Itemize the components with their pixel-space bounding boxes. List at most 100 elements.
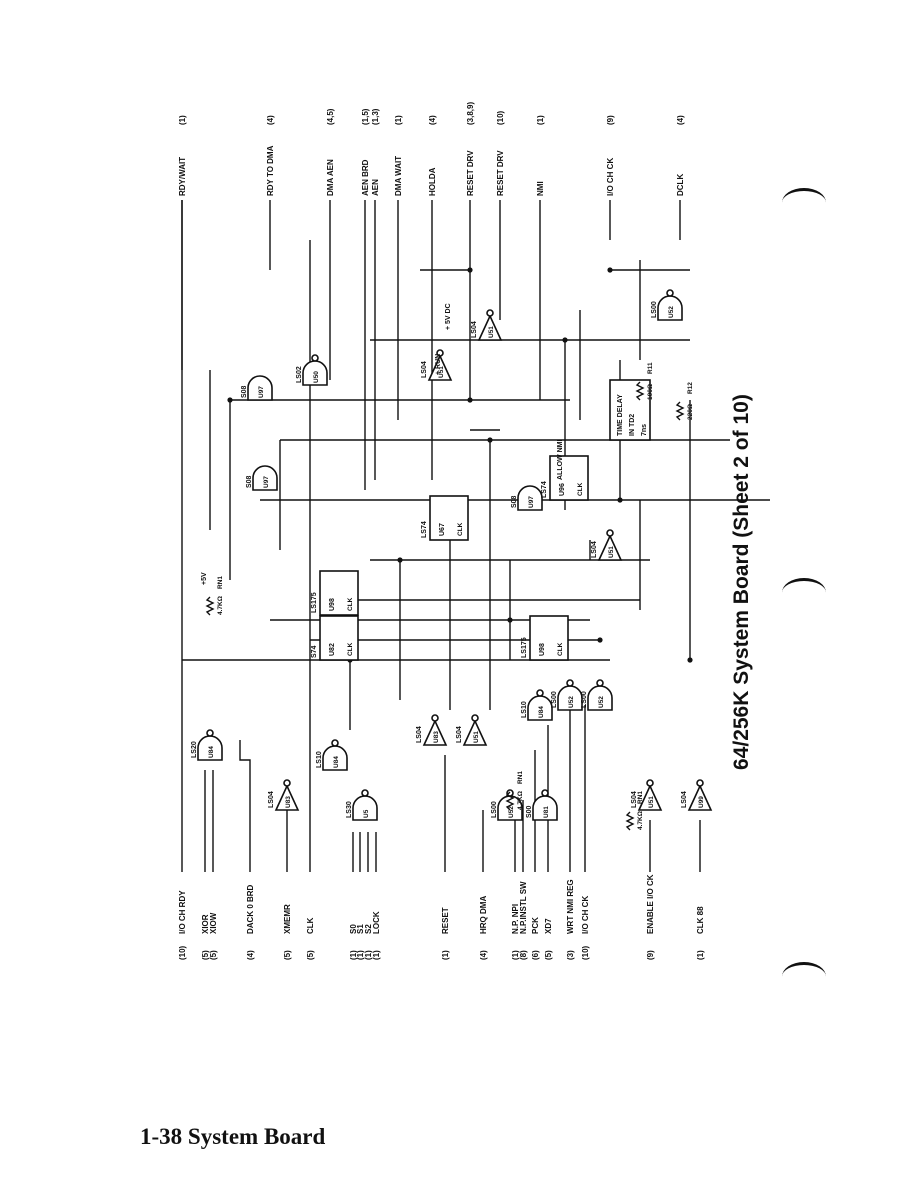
input-label: I/O CH CK	[581, 896, 590, 934]
output-label: I/O CH CK	[606, 158, 615, 196]
input-ref: (5)	[306, 950, 315, 960]
resistor-ref: R11	[647, 362, 654, 374]
input-ref: (5)	[201, 950, 210, 960]
input-ref: (1)	[372, 950, 381, 960]
output-ref: (4,5)	[326, 108, 335, 125]
flipflop-pin: CLK	[577, 482, 584, 496]
input-ref: (5)	[544, 950, 553, 960]
page-number: 1-38	[140, 1124, 183, 1149]
input-ref: (4)	[479, 950, 488, 960]
input-ref: (1)	[441, 950, 450, 960]
input-label: RESET	[441, 907, 450, 934]
output-label: NMI	[536, 181, 545, 196]
gate-family: LS04	[681, 791, 688, 808]
flipflop-pin: CLK	[347, 642, 354, 656]
gate-family: LS20	[191, 741, 198, 758]
gate-family: LS00	[551, 691, 558, 708]
rotated-schematic: (10)I/O CH RDY(5)XIOR(5)XIOW(4)DACK 0 BR…	[178, 102, 770, 960]
input-label: XIOW	[209, 912, 218, 934]
input-ref: (5)	[283, 950, 292, 960]
output-ref: (1)	[394, 115, 403, 125]
input-ref: (10)	[178, 945, 187, 960]
input-label: WRT NMI REG	[566, 879, 575, 934]
input-ref: (1)	[349, 950, 358, 960]
gate-family: LS02	[296, 366, 303, 383]
flipflop-family: LS175	[521, 637, 528, 658]
binder-hole-middle	[782, 578, 826, 607]
flipflop-ref: U67	[439, 523, 446, 536]
logic-gate: LS10 U84	[316, 739, 348, 771]
gate-ref: U84	[538, 706, 545, 718]
input-label: N.P. NPI	[511, 904, 520, 934]
gate-family: LS04	[416, 726, 423, 743]
gate-family: S08	[511, 495, 518, 508]
resistor-ref: R12	[687, 382, 694, 394]
input-ref: (1)	[696, 950, 705, 960]
output-ref: (4)	[676, 115, 685, 125]
gate-family: LS10	[316, 751, 323, 768]
gate-ref: U84	[333, 756, 340, 768]
input-label: LOCK	[372, 911, 381, 934]
input-label: CLK 88	[696, 906, 705, 934]
flipflop-pin: CLK	[457, 522, 464, 536]
gate-family: LS00	[651, 301, 658, 318]
input-label: I/O CH RDY	[178, 890, 187, 934]
input-label: S1	[356, 924, 365, 934]
input-ref: (8)	[519, 950, 528, 960]
input-ref: (5)	[209, 950, 218, 960]
gate-family: LS10	[521, 701, 528, 718]
gate-family: LS04	[456, 726, 463, 743]
junction-dots	[227, 267, 693, 663]
gate-ref: U51	[473, 731, 480, 743]
output-ref: (1)	[536, 115, 545, 125]
wires	[181, 200, 770, 872]
input-label: S2	[364, 924, 373, 934]
logic-gate: LS10 U84	[521, 689, 553, 721]
gate-ref: U97	[258, 386, 265, 398]
input-ref: (9)	[646, 950, 655, 960]
gate-ref: U51	[608, 546, 615, 558]
input-signal-labels: (10)I/O CH RDY(5)XIOR(5)XIOW(4)DACK 0 BR…	[178, 874, 705, 960]
input-ref: (1)	[364, 950, 373, 960]
input-label: HRQ DMA	[479, 896, 488, 934]
gate-ref: U5	[363, 809, 370, 818]
input-ref: (1)	[356, 950, 365, 960]
page-footer: 1-38 System Board	[140, 1124, 325, 1150]
gate-family: LS04	[268, 791, 275, 808]
flipflop-ref: U98	[539, 643, 546, 656]
input-label: XMEMR	[283, 904, 292, 934]
gate-ref: U84	[208, 746, 215, 758]
output-ref: (1,5)	[361, 108, 370, 125]
output-label: RESET DRV	[496, 150, 505, 196]
output-ref: (4)	[428, 115, 437, 125]
flipflop-family: S74	[311, 645, 318, 658]
output-ref: (4)	[266, 115, 275, 125]
resistor-value: 4.7KΩ	[217, 596, 224, 615]
gate-family: LS04	[631, 791, 638, 808]
gate-ref: U97	[263, 476, 270, 488]
flipflop-family: LS74	[421, 521, 428, 538]
input-label: ENABLE I/O CK	[646, 874, 655, 934]
output-label: DCLK	[676, 174, 685, 196]
output-signal-labels: RDY/WAIT(1)RDY TO DMA(4)DMA AEN(4,5)AEN …	[178, 102, 685, 196]
gate-ref: U99	[698, 796, 705, 808]
